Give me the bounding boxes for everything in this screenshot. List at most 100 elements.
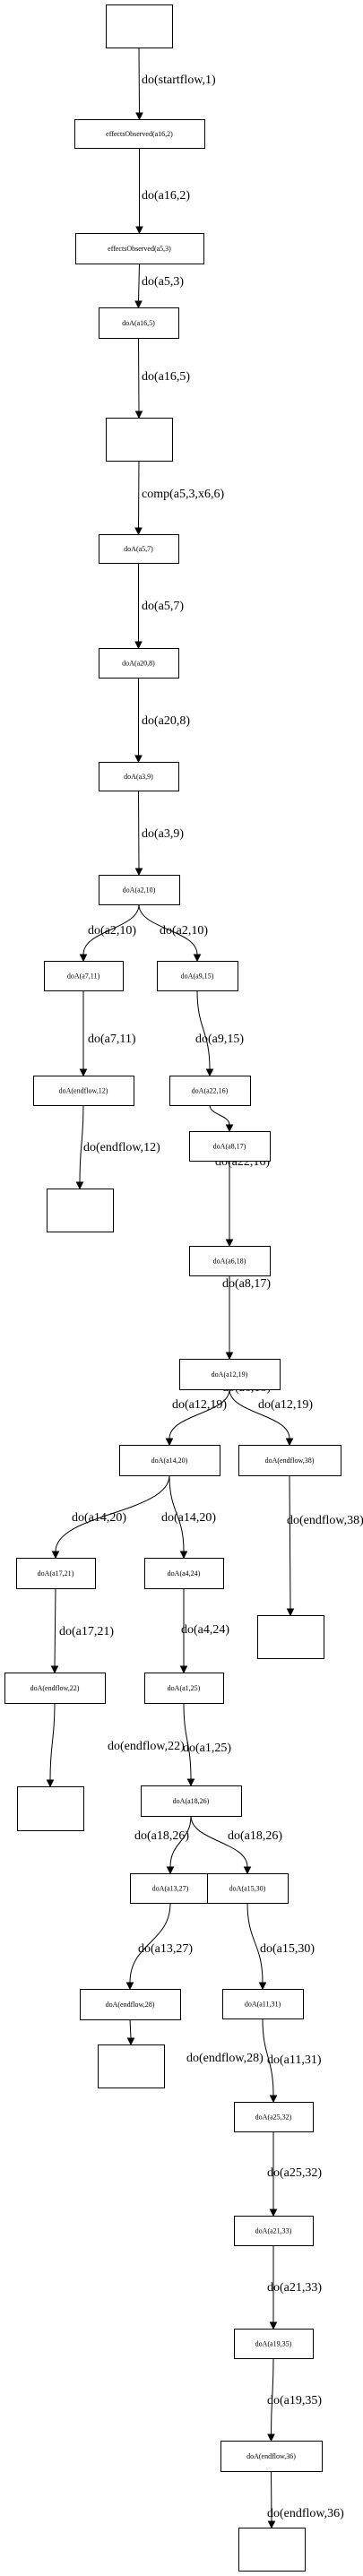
edge-line (82, 903, 140, 955)
node-box (17, 1786, 84, 1831)
edge-label: do(a2,10) (88, 924, 136, 938)
node-label: doA(a25,32) (255, 2114, 292, 2122)
node-box (220, 2441, 323, 2472)
arrowhead (205, 1068, 214, 1077)
state-node: doA(endflow,12) (33, 1076, 134, 1106)
edge-line (169, 1388, 230, 1439)
node-label: doA(a18,26) (173, 1797, 210, 1805)
edge-label: do(a14,20) (72, 1511, 126, 1525)
edge: do(a8,17) (222, 1161, 271, 1291)
node-box (144, 1673, 224, 1704)
edge-line (209, 1104, 230, 1126)
edge-label: comp(a5,3,x6,6) (142, 488, 224, 501)
node-box (80, 1989, 181, 2020)
edge-label: do(a7,11) (88, 1033, 136, 1046)
edge-line (190, 1815, 248, 1868)
node-box (99, 875, 180, 905)
edge-label: do(endflow,22) (108, 1740, 185, 1753)
arrowhead (269, 2321, 278, 2330)
edge-line (129, 1902, 171, 1984)
node-box (106, 418, 173, 462)
edge-label: do(a16,5) (142, 370, 190, 384)
edge-line (138, 903, 198, 955)
state-node: doA(a20,8) (99, 648, 179, 679)
arrowhead (46, 1779, 55, 1788)
state-node: doA(a7,11) (44, 961, 124, 991)
node-label: doA(a8,17) (213, 1143, 246, 1151)
edge-label: do(a3,9) (142, 827, 184, 841)
node-box (189, 1246, 271, 1276)
arrowhead (186, 1778, 195, 1787)
node-box (106, 4, 173, 48)
edge-line (138, 337, 140, 412)
arrowhead (126, 2037, 135, 2046)
node-box (169, 1076, 251, 1106)
edge: do(a18,26) (134, 1815, 192, 1875)
edge: do(a15,30) (246, 1902, 315, 1991)
edge: do(a5,3) (134, 263, 184, 309)
node-box (75, 233, 204, 264)
node-label: doA(a6,18) (213, 1258, 246, 1266)
edge-label: do(a14,20) (161, 1511, 216, 1525)
edge-line (138, 460, 140, 529)
edge-line (55, 1474, 170, 1552)
node-label: doA(a5,7) (124, 545, 153, 553)
edge: do(a9,15) (195, 990, 244, 1077)
node-box (207, 1873, 289, 1904)
node-label: doA(a12,19) (212, 1370, 248, 1379)
arrowhead (193, 954, 202, 963)
node-box (234, 2102, 314, 2132)
arrowhead (267, 2433, 275, 2442)
empty-state-node (257, 1615, 324, 1659)
edge-label: do(a25,32) (267, 2166, 322, 2180)
edge: do(a14,20) (51, 1474, 170, 1560)
node-label: doA(a3,9) (124, 773, 153, 781)
arrowhead (179, 1551, 188, 1560)
state-node: doA(a18,26) (141, 1785, 242, 1817)
edge-label: do(a4,24) (181, 1623, 229, 1637)
arrowhead (225, 1239, 234, 1248)
state-node: doA(a25,32) (234, 2102, 314, 2132)
state-node: doA(a22,16) (169, 1076, 251, 1106)
node-box (47, 1189, 114, 1232)
edge: do(a4,24) (179, 1588, 229, 1674)
arrowhead (267, 2520, 276, 2529)
state-node: doA(a21,33) (234, 2216, 314, 2246)
state-node: doA(a17,21) (16, 1558, 96, 1589)
node-box (234, 2216, 314, 2246)
edge: do(a12,19) (229, 1388, 313, 1447)
node-label: doA(a1,25) (168, 1684, 201, 1692)
arrowhead (179, 1665, 188, 1674)
state-node: doA(a3,9) (99, 762, 179, 791)
node-label: effectsObserved(a5,3) (108, 245, 171, 253)
arrowhead (165, 1438, 174, 1447)
edge-line (262, 2018, 274, 2096)
empty-state-node (106, 418, 173, 462)
state-node: doA(a9,15) (157, 961, 238, 991)
edge-line (229, 1388, 290, 1439)
state-node: doA(a5,7) (99, 534, 179, 564)
edge-label: do(a13,27) (138, 1942, 193, 1956)
edge-line (271, 2357, 274, 2435)
node-label: doA(a15,30) (229, 1885, 266, 1893)
state-node: doA(a14,20) (119, 1445, 220, 1476)
arrowhead (134, 755, 143, 764)
edge-label: do(a5,3) (142, 275, 184, 289)
edge-label: do(a20,8) (142, 714, 190, 728)
edge-line (138, 263, 140, 302)
node-label: doA(a14,20) (151, 1457, 188, 1465)
edge: do(a2,10) (79, 903, 140, 963)
edge-line (129, 2018, 132, 2039)
edge-label: do(a18,26) (134, 1829, 189, 1843)
arrowhead (285, 1438, 294, 1447)
edge: do(startflow,1) (135, 47, 216, 121)
edge: do(a16,5) (134, 337, 190, 419)
edge: do(a3,9) (134, 790, 184, 877)
state-node: doA(a6,18) (189, 1246, 271, 1276)
edge-line (169, 1815, 192, 1868)
state-node: doA(endflow,38) (238, 1445, 341, 1476)
edge-line (246, 1902, 264, 1984)
node-label: doA(a13,27) (152, 1885, 189, 1893)
arrowhead (134, 300, 143, 309)
